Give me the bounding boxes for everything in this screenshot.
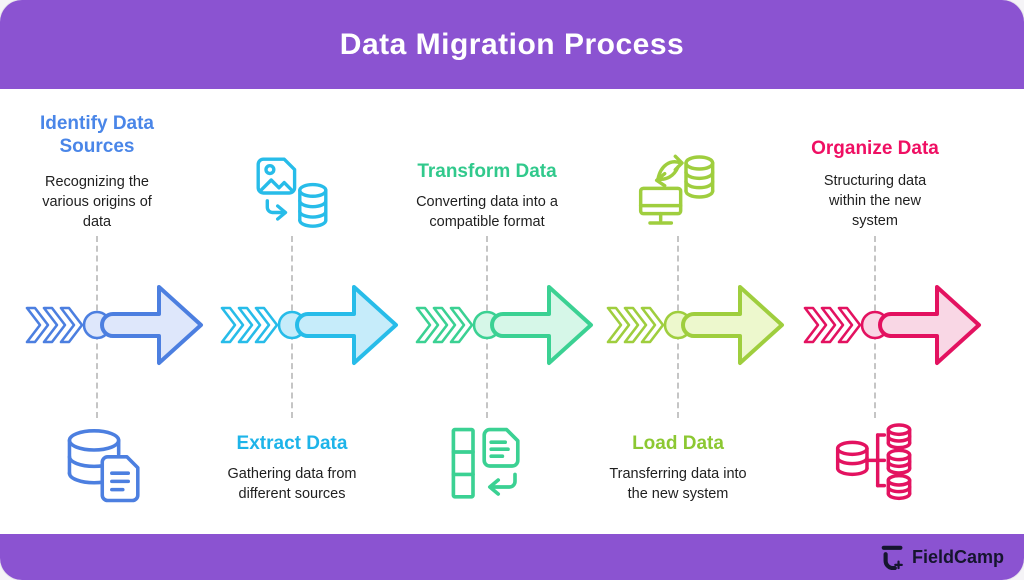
fieldcamp-f-icon (881, 544, 905, 571)
step-2-title: Extract Data (236, 433, 348, 454)
header-bar: Data Migration Process (0, 0, 1024, 89)
flow-arrow-2 (220, 285, 398, 365)
database-document-icon (61, 424, 149, 506)
database-split-icon (835, 420, 915, 506)
step-3-description: Converting data into a compatible format (416, 194, 558, 230)
step-3-title: Transform Data (417, 161, 557, 182)
flow-arrow-5 (803, 285, 981, 365)
step-1-description: Recognizing the various origins of data (42, 174, 152, 230)
flow-arrow-1 (25, 285, 203, 365)
flow-arrow-4 (606, 285, 784, 365)
image-to-database-icon (253, 153, 331, 233)
step-4-title: Load Data (632, 433, 724, 454)
flow-arrow-3 (415, 285, 593, 365)
step-5-title: Organize Data (811, 138, 939, 159)
step-2-description: Gathering data from different sources (227, 466, 357, 502)
fieldcamp-wordmark: FieldCamp (911, 546, 1004, 567)
step-4-description: Transferring data into the new system (609, 466, 747, 502)
step-5-description: Structuring data within the new system (823, 173, 927, 229)
footer-bar: FieldCamp (0, 534, 1024, 580)
page-title: Data Migration Process (339, 27, 685, 61)
fieldcamp-logo: FieldCamp (881, 534, 1004, 580)
table-document-return-icon (447, 424, 527, 508)
step-1-title: Identify Data Sources (39, 113, 155, 158)
monitor-sync-database-icon (638, 152, 718, 230)
